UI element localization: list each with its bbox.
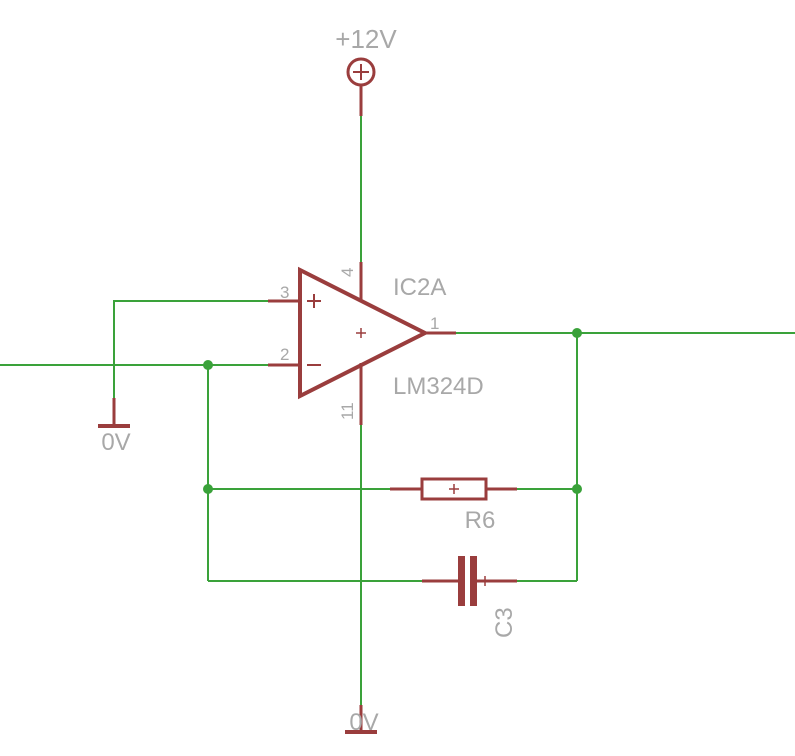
c3-plate-right [470,556,477,606]
capacitor-c3: C3 [422,556,518,638]
pin-number-vcc: 4 [338,268,357,277]
junction-dot [572,328,582,338]
opamp: 3 2 1 4 11 IC2A LM324D [268,262,484,425]
r6-label: R6 [465,507,496,534]
ground-bottom: 0V [345,705,379,736]
junction-dot [203,360,213,370]
supply-symbol: +12V [335,24,397,116]
ground-left-label: 0V [101,429,130,456]
pin-number-noninv: 3 [280,283,289,302]
opamp-part: LM324D [393,373,484,400]
pin-number-inv: 2 [280,345,289,364]
wires [0,116,795,705]
junction-dot [572,484,582,494]
junction-dot [203,484,213,494]
c3-label: C3 [491,607,518,638]
junctions [203,328,582,494]
supply-label: +12V [335,24,397,54]
wire-noninv-ground [113,300,278,400]
ground-bottom-label: 0V [349,709,378,736]
resistor-r6: R6 [390,477,517,534]
pin-number-out: 1 [430,314,439,333]
pin-number-gnd: 11 [338,402,357,420]
ground-left: 0V [98,398,131,456]
r6-body [420,477,488,501]
c3-plate-left [458,556,465,606]
opamp-name: IC2A [393,274,446,301]
opamp-triangle [298,266,430,400]
